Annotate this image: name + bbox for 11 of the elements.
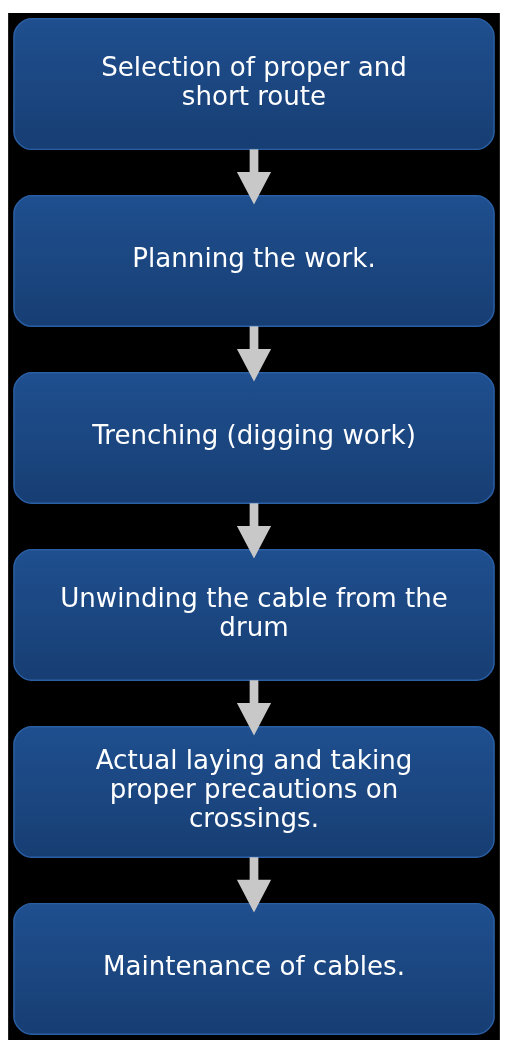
node-box: Selection of proper and short route — [13, 17, 495, 150]
node-box: Actual laying and taking proper precautions on crossings. — [13, 725, 495, 858]
node-box: Trenching (digging work) — [13, 371, 495, 504]
arrow — [236, 502, 272, 558]
node-box: Planning the work. — [13, 194, 495, 327]
node-box: Maintenance of cables. — [13, 902, 495, 1035]
node-box: Unwinding the cable from the drum — [13, 548, 495, 681]
arrow — [236, 856, 272, 912]
arrow — [236, 679, 272, 735]
arrow — [236, 148, 272, 205]
arrow — [236, 325, 272, 381]
